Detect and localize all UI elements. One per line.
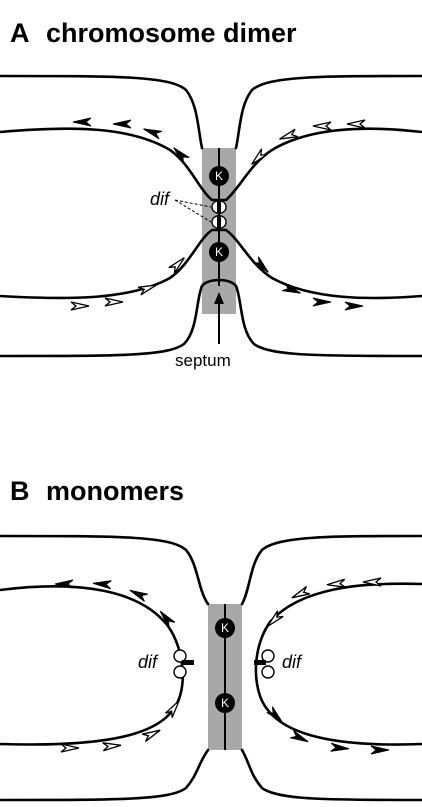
dif-label-b-left: dif <box>138 652 159 672</box>
k-label-a-2: K <box>215 245 223 259</box>
open-arrowhead-icon <box>103 741 122 751</box>
ftsk-circle-icon: K <box>209 166 229 186</box>
k-label-a-1: K <box>215 169 223 183</box>
panel-b: B monomers K K <box>0 476 422 800</box>
open-arrowhead-icon <box>327 579 346 589</box>
filled-arrowhead-icon <box>73 118 91 126</box>
filled-arrowhead-icon <box>142 125 162 139</box>
ftsk-circle-icon: K <box>209 242 229 262</box>
open-arrowhead-icon <box>313 122 331 130</box>
dif-site-icon <box>212 200 226 214</box>
open-arrowhead-icon <box>347 120 365 128</box>
cell-envelope-top-b <box>0 536 422 604</box>
k-label-b-2: K <box>221 696 229 710</box>
open-arrowhead-icon <box>138 281 158 295</box>
filled-arrowhead-icon <box>253 257 271 275</box>
dif-label-b-right: dif <box>282 652 303 672</box>
panel-b-letter: B <box>10 476 30 506</box>
dif-label-a: dif <box>150 189 171 209</box>
open-arrowhead-icon <box>71 302 89 310</box>
ftsk-circle-icon: K <box>215 618 235 638</box>
panel-a-letter: A <box>10 18 30 48</box>
filled-arrowhead-icon <box>113 120 131 128</box>
dif-site-icon <box>212 215 226 229</box>
panel-a: A chromosome dimer K K <box>0 18 422 370</box>
panel-a-title: chromosome dimer <box>46 18 297 48</box>
open-arrowhead-icon <box>61 744 79 752</box>
ftsk-circle-icon: K <box>215 693 235 713</box>
filled-arrowhead-icon <box>371 746 389 754</box>
filled-arrowhead-icon <box>345 302 363 310</box>
cell-envelope-bottom-b <box>0 750 422 800</box>
filled-arrowhead-icon <box>267 707 285 725</box>
open-arrowhead-icon <box>105 298 123 306</box>
k-label-b-1: K <box>221 621 229 635</box>
filled-arrowhead-icon <box>313 298 331 306</box>
cell-envelope-top-a <box>0 76 422 148</box>
filled-arrowhead-icon <box>331 743 350 753</box>
panel-b-title: monomers <box>46 476 184 506</box>
filled-arrowhead-icon <box>93 579 112 589</box>
septum-label: septum <box>175 351 231 370</box>
open-arrowhead-icon <box>249 149 267 167</box>
dif-site-icon <box>174 650 194 678</box>
